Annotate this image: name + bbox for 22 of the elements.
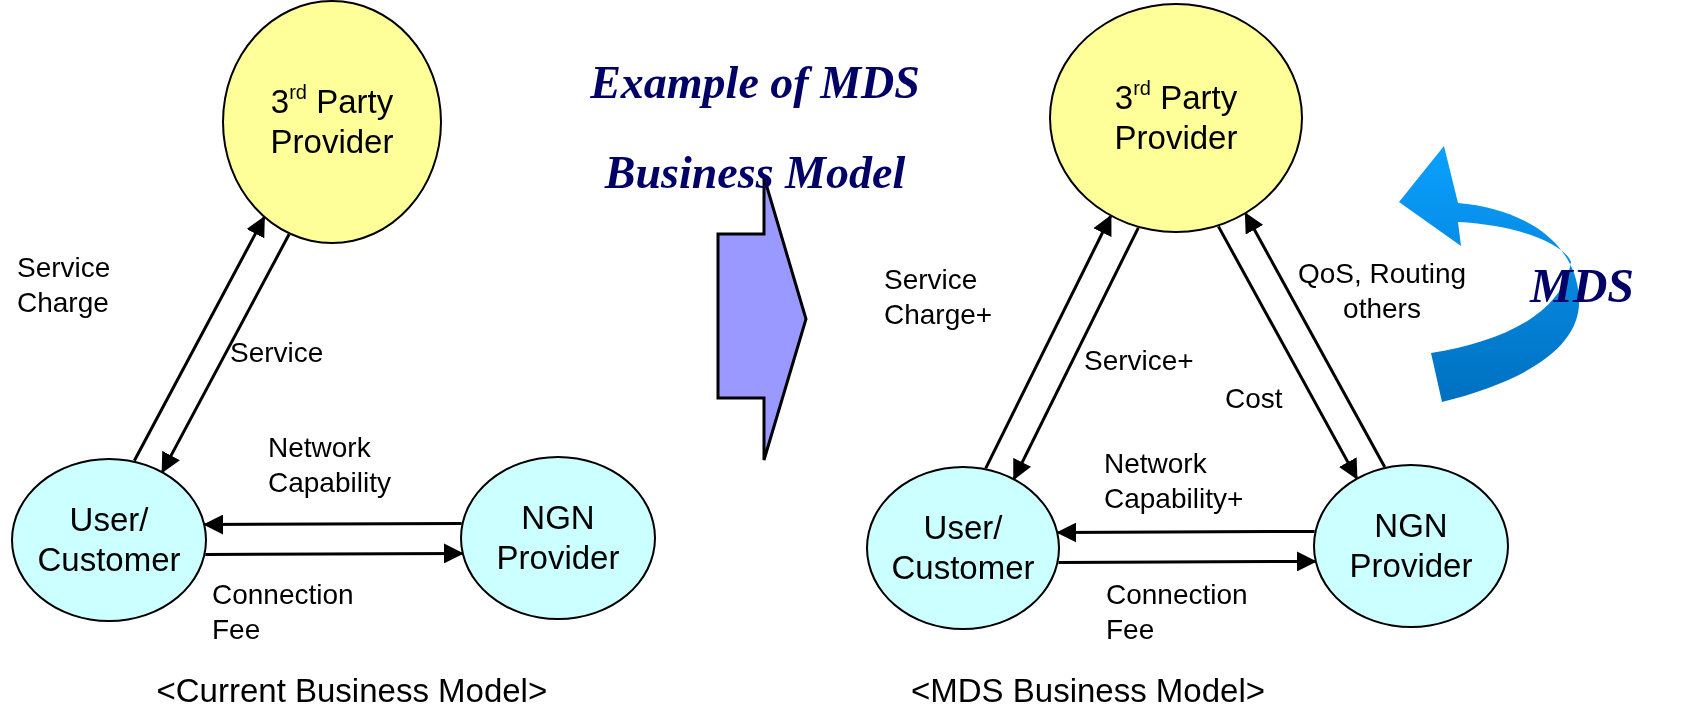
edge-label: Service <box>230 336 325 370</box>
title: Example of MDS Business Model <box>589 56 921 200</box>
edge-label: Cost <box>1225 382 1284 416</box>
node-label: User/ Customer <box>36 500 182 580</box>
node-label: NGN Provider <box>1348 506 1474 586</box>
edge-label: Service+ <box>1084 344 1195 378</box>
node-label: 3$^{rd}$ Party Provider <box>1113 78 1239 158</box>
node-label: 3$^{rd}$ Party Provider <box>269 82 395 162</box>
edge-label: Service Charge <box>17 251 112 320</box>
edge-label: Connection Fee <box>1106 578 1249 647</box>
arrow <box>161 233 291 474</box>
edge-label: Network Capability <box>268 431 392 500</box>
edge-label: Connection Fee <box>212 578 355 647</box>
edge-label: QoS, Routing others <box>1296 257 1468 326</box>
caption: <Current Business Model> <box>156 672 548 710</box>
caption: <MDS Business Model> <box>911 672 1265 710</box>
edge-label: Service Charge+ <box>884 263 994 332</box>
node-label: User/ Customer <box>890 508 1036 588</box>
arrow <box>984 214 1112 469</box>
edge-label: Network Capability+ <box>1104 447 1245 516</box>
arrow <box>1012 227 1140 481</box>
node-label: NGN Provider <box>495 498 621 578</box>
